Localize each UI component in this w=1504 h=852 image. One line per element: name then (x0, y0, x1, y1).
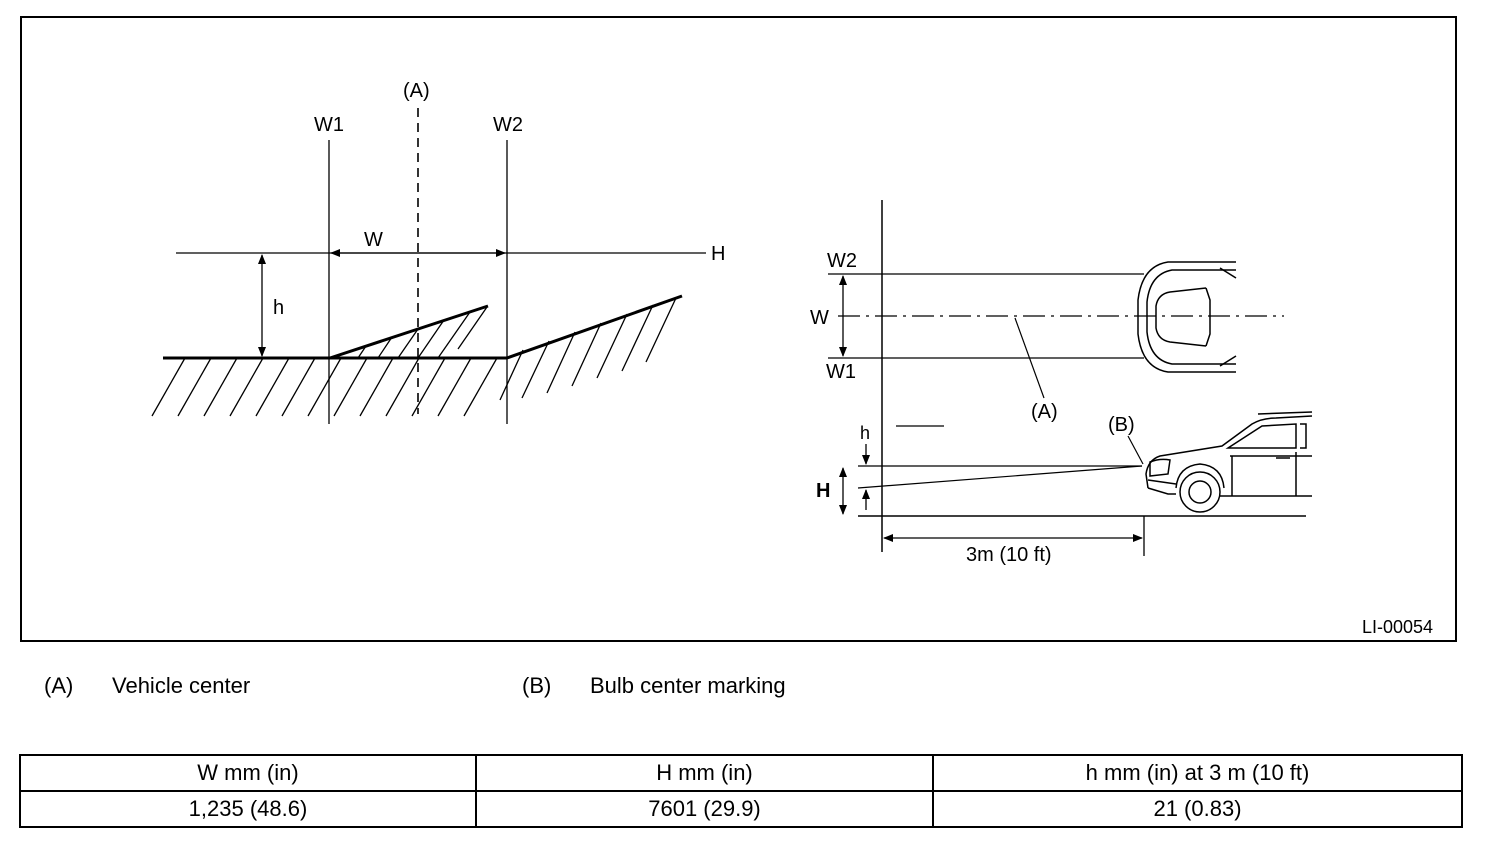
distance-label: 3m (10 ft) (966, 544, 1052, 566)
left-label-w: W (364, 229, 383, 251)
right-label-b: (B) (1108, 414, 1135, 436)
right-label-a: (A) (1031, 401, 1058, 423)
right-label-w: W (810, 307, 829, 329)
figure-frame (20, 16, 1457, 642)
front-wheel-inner (1188, 480, 1212, 504)
left-label-w2: W2 (493, 114, 523, 136)
legend-text-a: Vehicle center (112, 673, 251, 698)
legend-item-a: (A) Vehicle center (44, 673, 250, 699)
cutoff-line-left (329, 304, 489, 360)
right-aiming-setup-view: W2 W W1 (A) (B) h H 3m (10 ft) (810, 200, 1313, 566)
header-h-small: h mm (in) at 3 m (10 ft) (932, 754, 1463, 792)
legend-key-a: (A) (44, 673, 74, 698)
left-label-h-lower: h (273, 297, 284, 319)
table-row: 1,235 (48.6) 7601 (29.9) 21 (0.83) (19, 790, 1463, 828)
left-label-h-upper: H (711, 243, 725, 265)
front-wheel-outer (1179, 471, 1221, 513)
header-h: H mm (in) (475, 754, 934, 792)
left-label-a: (A) (403, 80, 430, 102)
left-label-w1: W1 (314, 114, 344, 136)
car-top-view (1137, 261, 1237, 373)
header-w: W mm (in) (19, 754, 477, 792)
legend-key-b: (B) (522, 673, 552, 698)
specification-table: W mm (in) H mm (in) h mm (in) at 3 m (10… (19, 754, 1463, 828)
right-label-h-big: H (816, 480, 830, 502)
right-label-h-small: h (860, 423, 870, 443)
right-label-w1: W1 (826, 361, 856, 383)
beam-drop-line (857, 465, 1143, 489)
left-beam-pattern-view: (A) W1 W2 W H h (151, 80, 725, 424)
ground-hatching (151, 297, 677, 417)
legend-text-b: Bulb center marking (590, 673, 786, 698)
legend-item-b: (B) Bulb center marking (522, 673, 786, 699)
leader-b (1127, 435, 1144, 465)
table-header-row: W mm (in) H mm (in) h mm (in) at 3 m (10… (19, 754, 1463, 792)
headlight-aiming-diagram: (A) W1 W2 W H h (20, 16, 1457, 642)
leader-a (1014, 317, 1045, 399)
value-h: 7601 (29.9) (475, 790, 934, 828)
car-side-view (1145, 411, 1313, 497)
cutoff-line-right (506, 294, 683, 360)
right-label-w2: W2 (827, 250, 857, 272)
figure-id-label: LI-00054 (1362, 617, 1433, 637)
value-h-small: 21 (0.83) (932, 790, 1463, 828)
value-w: 1,235 (48.6) (19, 790, 477, 828)
